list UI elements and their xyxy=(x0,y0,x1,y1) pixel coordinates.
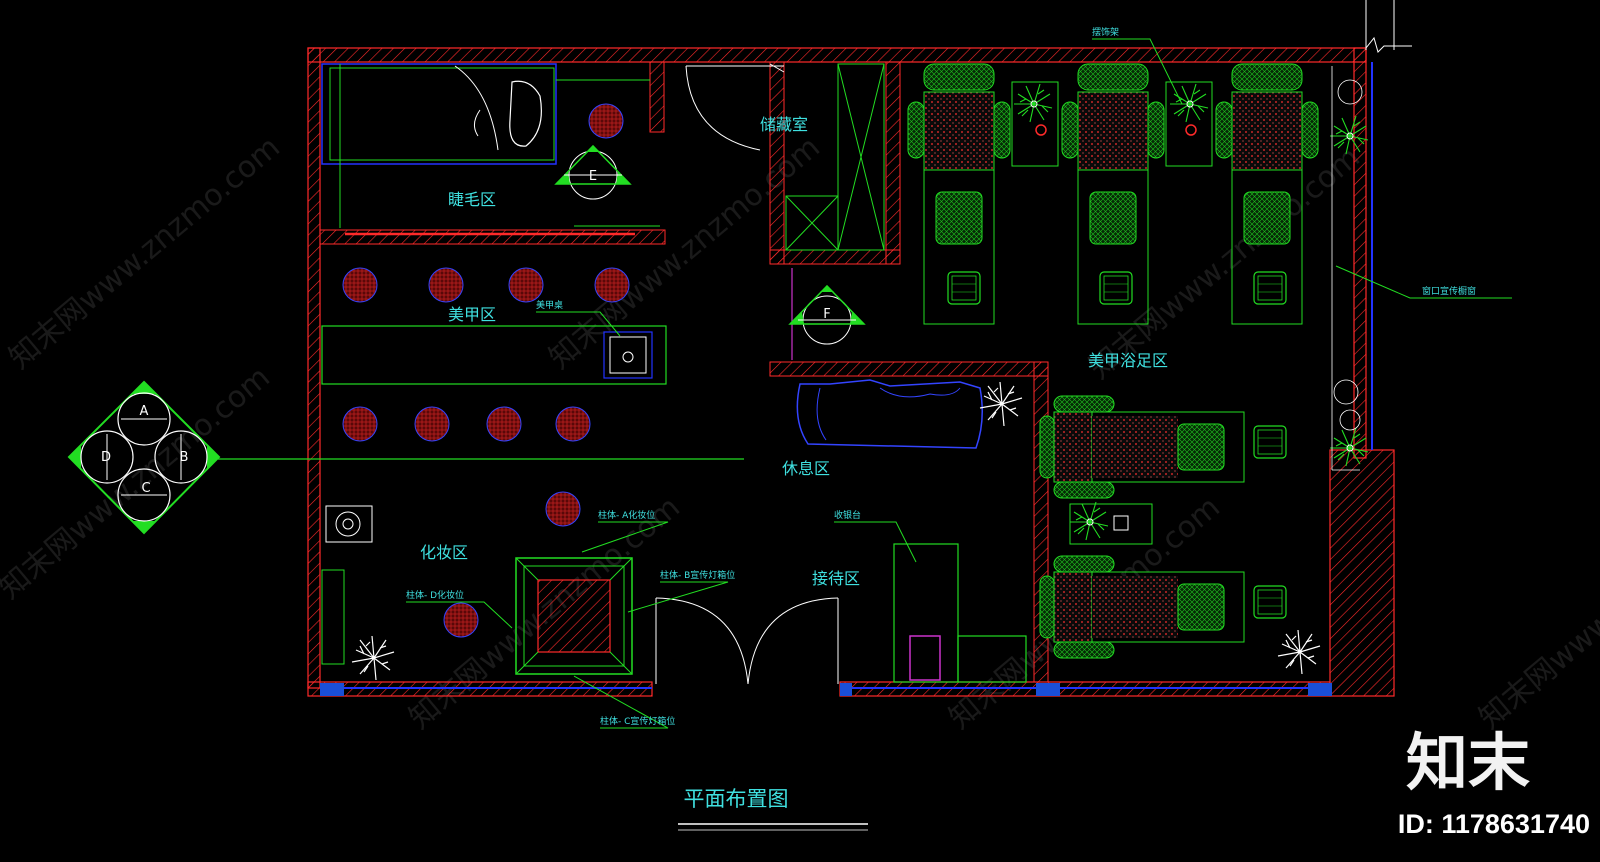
plant-icon xyxy=(1277,629,1321,675)
room-label-makeup: 化妆区 xyxy=(420,543,468,562)
pedicure-beds xyxy=(1039,395,1245,659)
asset-id: ID: 1178631740 xyxy=(1398,809,1590,839)
section-marker-e: E xyxy=(554,144,632,200)
room-label-nail: 美甲区 xyxy=(448,305,496,324)
lounge-sofa xyxy=(796,379,983,449)
interior-walls xyxy=(319,61,1049,683)
watermark-text: 知末网www.znzmo.com xyxy=(0,360,277,606)
side-tables xyxy=(1011,81,1213,545)
room-label-reception: 接待区 xyxy=(812,569,860,588)
display-column xyxy=(515,557,633,675)
callout-column-d: 柱体- D化妆位 xyxy=(406,589,464,601)
plant-icon xyxy=(351,635,395,681)
nail-counter xyxy=(321,325,667,385)
bubble-label: E xyxy=(589,169,597,184)
watermark-text: 知末网www.znzmo.com xyxy=(3,130,287,376)
drawing-title: 平面布置图 xyxy=(684,787,789,811)
bubble-label: F xyxy=(823,307,830,322)
makeup-fixtures xyxy=(321,505,373,665)
watermark-text: 知末网www.znzmo.com xyxy=(1473,490,1600,736)
door-swing xyxy=(685,65,761,151)
section-marker-f: F xyxy=(788,284,866,345)
callout-column-c: 柱体- C宣传灯箱位 xyxy=(600,715,675,727)
elevation-index-marker: A B C D xyxy=(67,380,744,535)
room-label-nail-foot: 美甲浴足区 xyxy=(1088,351,1168,370)
plant-icon xyxy=(1169,83,1209,123)
callout-column-b: 柱体- B宣传灯箱位 xyxy=(660,569,735,581)
plant-icon xyxy=(979,381,1023,427)
callout-decor: 摆饰架 xyxy=(1092,26,1119,38)
elevation-label-d: D xyxy=(101,450,111,465)
window-planter xyxy=(1331,66,1363,471)
entry-door xyxy=(655,597,839,685)
plant-icon xyxy=(1013,83,1053,123)
callout-front-desk: 收银台 xyxy=(834,509,861,521)
room-label-storage: 储藏室 xyxy=(760,115,808,134)
reception-desk xyxy=(893,543,1027,683)
callout-leaders xyxy=(406,38,1512,729)
room-label-rest: 休息区 xyxy=(782,459,830,478)
callout-nail-table: 美甲桌 xyxy=(536,299,563,311)
storage-shelving xyxy=(785,63,885,251)
reclining-chairs xyxy=(907,63,1319,325)
watermark-text: 知末网www.znzmo.com xyxy=(1083,140,1367,386)
callout-window: 窗口宣传橱窗 xyxy=(1422,285,1476,297)
callout-column-a: 柱体- A化妆位 xyxy=(598,509,655,521)
elevation-label-b: B xyxy=(180,450,189,465)
plant-icon xyxy=(1069,501,1109,541)
elevation-label-a: A xyxy=(140,404,149,419)
eyelash-bed xyxy=(321,63,660,228)
room-label-eyelash: 睫毛区 xyxy=(448,190,496,209)
stool xyxy=(588,103,624,139)
brand-logo: 知末 xyxy=(1406,726,1530,799)
elevation-label-c: C xyxy=(141,481,150,496)
outer-walls xyxy=(307,0,1412,697)
